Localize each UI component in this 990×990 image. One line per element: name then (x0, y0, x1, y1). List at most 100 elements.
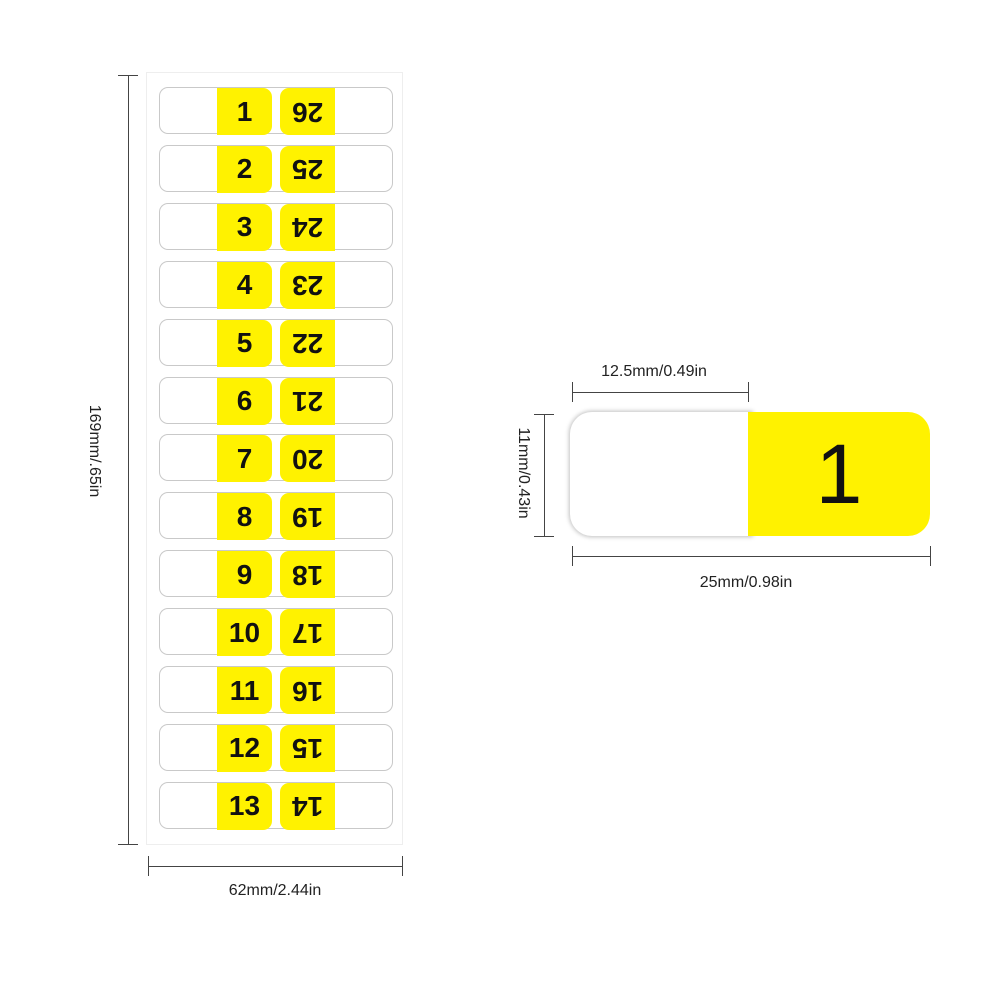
single-label-number: 1 (815, 426, 863, 521)
label-number-tab: 2 (217, 145, 272, 193)
label-number: 11 (229, 674, 260, 706)
label-right: 23 (276, 260, 393, 309)
sheet-height-cap-top (118, 75, 138, 76)
label-row: 8 19 (159, 492, 393, 541)
label-number: 4 (236, 269, 253, 301)
label-width-line (572, 556, 931, 557)
label-number-tab: 6 (217, 377, 272, 425)
label-row: 6 21 (159, 376, 393, 425)
single-label-number-tab: 1 (748, 412, 930, 536)
label-number: 2 (236, 153, 253, 185)
label-right: 15 (276, 723, 393, 772)
label-number: 25 (291, 154, 324, 186)
label-number-tab: 20 (280, 435, 335, 483)
label-number-tab: 15 (280, 724, 335, 772)
label-width-cap-left (572, 546, 573, 566)
label-left: 10 (159, 608, 276, 657)
label-right: 22 (276, 318, 393, 367)
tab-width-label: 12.5mm/0.49in (601, 363, 707, 380)
label-number-tab: 7 (217, 435, 272, 483)
label-right: 21 (276, 376, 393, 425)
label-number-tab: 14 (280, 782, 335, 830)
label-row: 9 18 (159, 550, 393, 599)
label-left: 7 (159, 434, 276, 483)
label-row: 2 25 (159, 144, 393, 193)
label-number: 10 (228, 616, 261, 648)
label-number: 6 (236, 385, 253, 416)
label-number: 19 (291, 501, 324, 533)
label-number-tab: 9 (217, 551, 272, 599)
label-right: 17 (276, 608, 393, 657)
label-number-tab: 4 (217, 261, 272, 309)
label-number: 23 (291, 270, 324, 302)
label-number-tab: 8 (217, 493, 272, 541)
label-number-tab: 24 (280, 203, 335, 251)
label-number: 8 (236, 500, 253, 532)
sheet-height-cap-bottom (118, 844, 138, 845)
label-right: 18 (276, 550, 393, 599)
label-row: 11 16 (159, 666, 393, 714)
label-left: 13 (159, 781, 276, 830)
label-number-tab: 19 (280, 493, 335, 541)
label-number: 13 (228, 790, 261, 822)
label-left: 4 (159, 260, 276, 309)
label-width-label: 25mm/0.98in (699, 574, 793, 591)
label-right: 19 (276, 492, 393, 541)
label-number: 16 (291, 675, 324, 707)
label-number-tab: 12 (217, 724, 272, 772)
label-left: 2 (159, 144, 276, 193)
label-row: 1 26 (159, 87, 393, 135)
label-height-label: 11mm/0.43in (515, 427, 532, 519)
sheet-height-line (128, 75, 129, 845)
sheet-width-label: 62mm/2.44in (228, 882, 322, 899)
label-number-tab: 26 (280, 88, 335, 135)
label-row: 5 22 (159, 318, 393, 367)
tab-width-cap-left (572, 382, 573, 402)
label-number: 12 (228, 732, 261, 764)
label-number: 1 (236, 95, 253, 127)
tab-width-line (572, 392, 748, 393)
label-number: 17 (291, 617, 324, 649)
sheet-width-line (148, 866, 403, 867)
label-right: 26 (276, 87, 393, 135)
label-row: 12 15 (159, 723, 393, 772)
label-number: 24 (291, 212, 324, 244)
label-number-tab: 3 (217, 203, 272, 251)
label-row: 3 24 (159, 202, 393, 251)
label-left: 5 (159, 318, 276, 367)
label-left: 1 (159, 87, 276, 135)
label-left: 3 (159, 202, 276, 251)
label-height-cap-bottom (534, 536, 554, 537)
label-left: 8 (159, 492, 276, 541)
label-width-cap-right (930, 546, 931, 566)
label-row: 4 23 (159, 260, 393, 309)
label-number-tab: 21 (280, 377, 335, 425)
label-number: 9 (236, 558, 253, 590)
label-number: 22 (291, 328, 324, 360)
label-number-tab: 13 (217, 782, 272, 830)
sheet-width-cap-left (148, 856, 149, 876)
label-right: 14 (276, 781, 393, 830)
label-right: 20 (276, 434, 393, 483)
sheet-height-label: 169mm/.65in (86, 404, 103, 498)
single-label: 1 (570, 412, 930, 536)
label-right: 25 (276, 144, 393, 193)
label-number: 20 (291, 443, 324, 475)
label-number: 5 (236, 327, 253, 359)
label-right: 24 (276, 202, 393, 251)
label-left: 9 (159, 550, 276, 599)
label-number-tab: 16 (280, 667, 335, 714)
label-number-tab: 22 (280, 319, 335, 367)
label-height-cap-top (534, 414, 554, 415)
label-row: 13 14 (159, 781, 393, 830)
label-number: 7 (236, 442, 253, 474)
label-right: 16 (276, 666, 393, 714)
label-left: 12 (159, 723, 276, 772)
label-number: 14 (291, 791, 324, 823)
label-left: 6 (159, 376, 276, 425)
label-left: 11 (159, 666, 276, 714)
label-number-tab: 5 (217, 319, 272, 367)
label-number-tab: 11 (217, 667, 272, 714)
label-number-tab: 18 (280, 551, 335, 599)
